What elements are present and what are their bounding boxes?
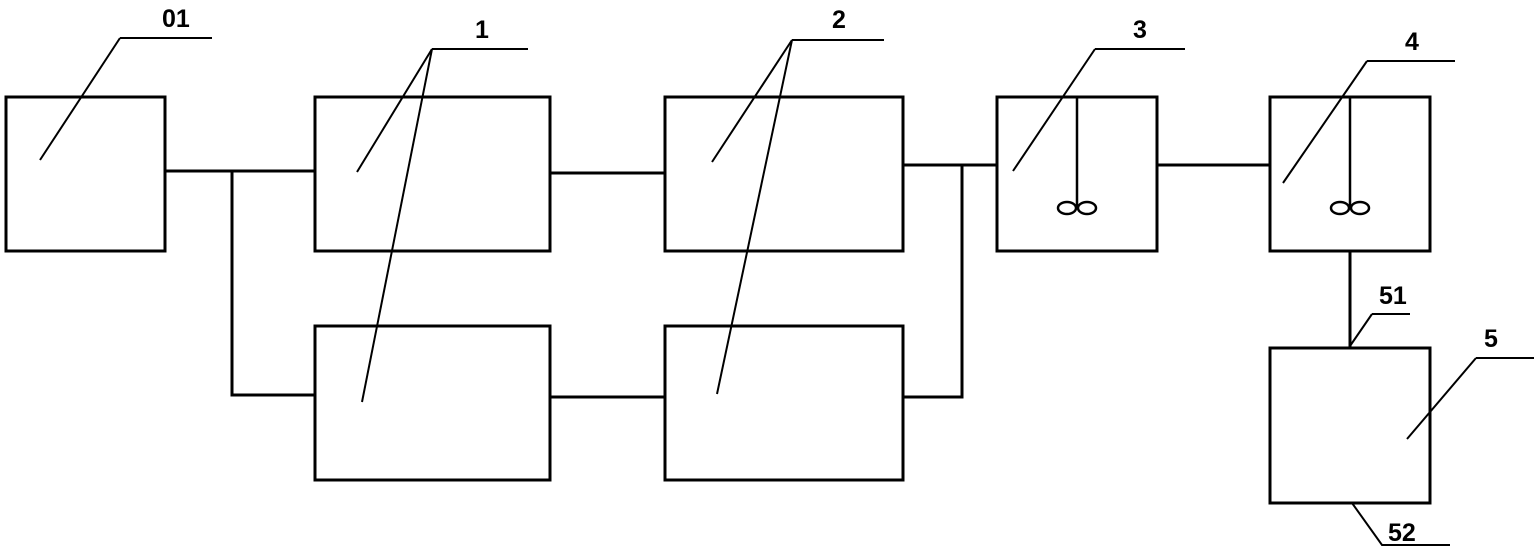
- leader-52: [1351, 502, 1450, 546]
- leader-1: [356, 48, 528, 403]
- label-3: 3: [1133, 16, 1147, 44]
- pipe-2-bottom-merge: [903, 165, 964, 399]
- leader-01: [39, 37, 212, 161]
- leader-3: [1012, 48, 1185, 172]
- label-5: 5: [1484, 325, 1498, 353]
- label-1: 1: [475, 16, 489, 44]
- leader-51: [1349, 313, 1410, 347]
- leader-2: [711, 39, 884, 395]
- label-52: 52: [1388, 519, 1416, 547]
- box-01: [4, 95, 167, 253]
- label-51: 51: [1379, 282, 1407, 310]
- stirrer-icon-4: [1329, 97, 1371, 216]
- box-1-bottom: [313, 324, 552, 482]
- box-1-top: [313, 95, 552, 253]
- stirrer-icon-3: [1056, 97, 1098, 216]
- label-4: 4: [1405, 28, 1419, 56]
- label-01: 01: [162, 5, 190, 33]
- box-2-bottom: [663, 324, 905, 482]
- label-2: 2: [832, 6, 846, 34]
- box-2-top: [663, 95, 905, 253]
- leader-5: [1406, 357, 1534, 440]
- box-5: [1268, 346, 1432, 505]
- pipe-split-to-1-bottom: [230, 171, 315, 397]
- leader-4: [1282, 60, 1455, 184]
